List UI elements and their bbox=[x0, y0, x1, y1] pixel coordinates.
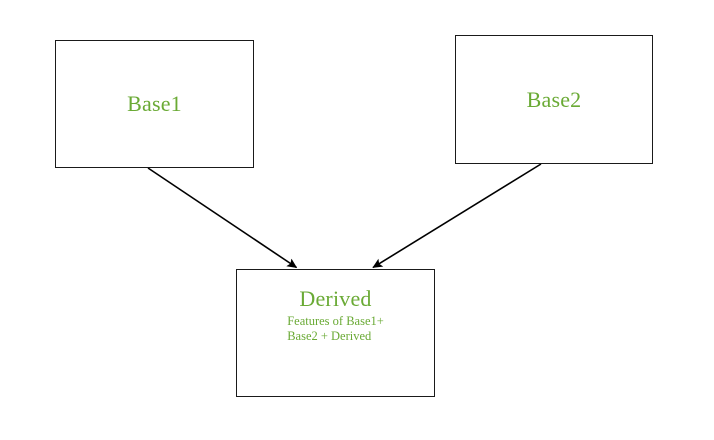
node-base2-title: Base2 bbox=[526, 86, 582, 112]
node-derived-title: Derived bbox=[299, 286, 372, 311]
node-derived[interactable]: Derived Features of Base1+ Base2 + Deriv… bbox=[236, 269, 435, 397]
node-base1-title: Base1 bbox=[127, 91, 182, 116]
edge-base1-to-derived bbox=[147, 167, 298, 269]
node-base2[interactable]: Base2 bbox=[455, 35, 653, 164]
edge-base2-to-derived bbox=[372, 163, 542, 269]
node-derived-subtitle: Features of Base1+ Base2 + Derived bbox=[287, 314, 384, 343]
node-base1[interactable]: Base1 bbox=[55, 40, 254, 168]
